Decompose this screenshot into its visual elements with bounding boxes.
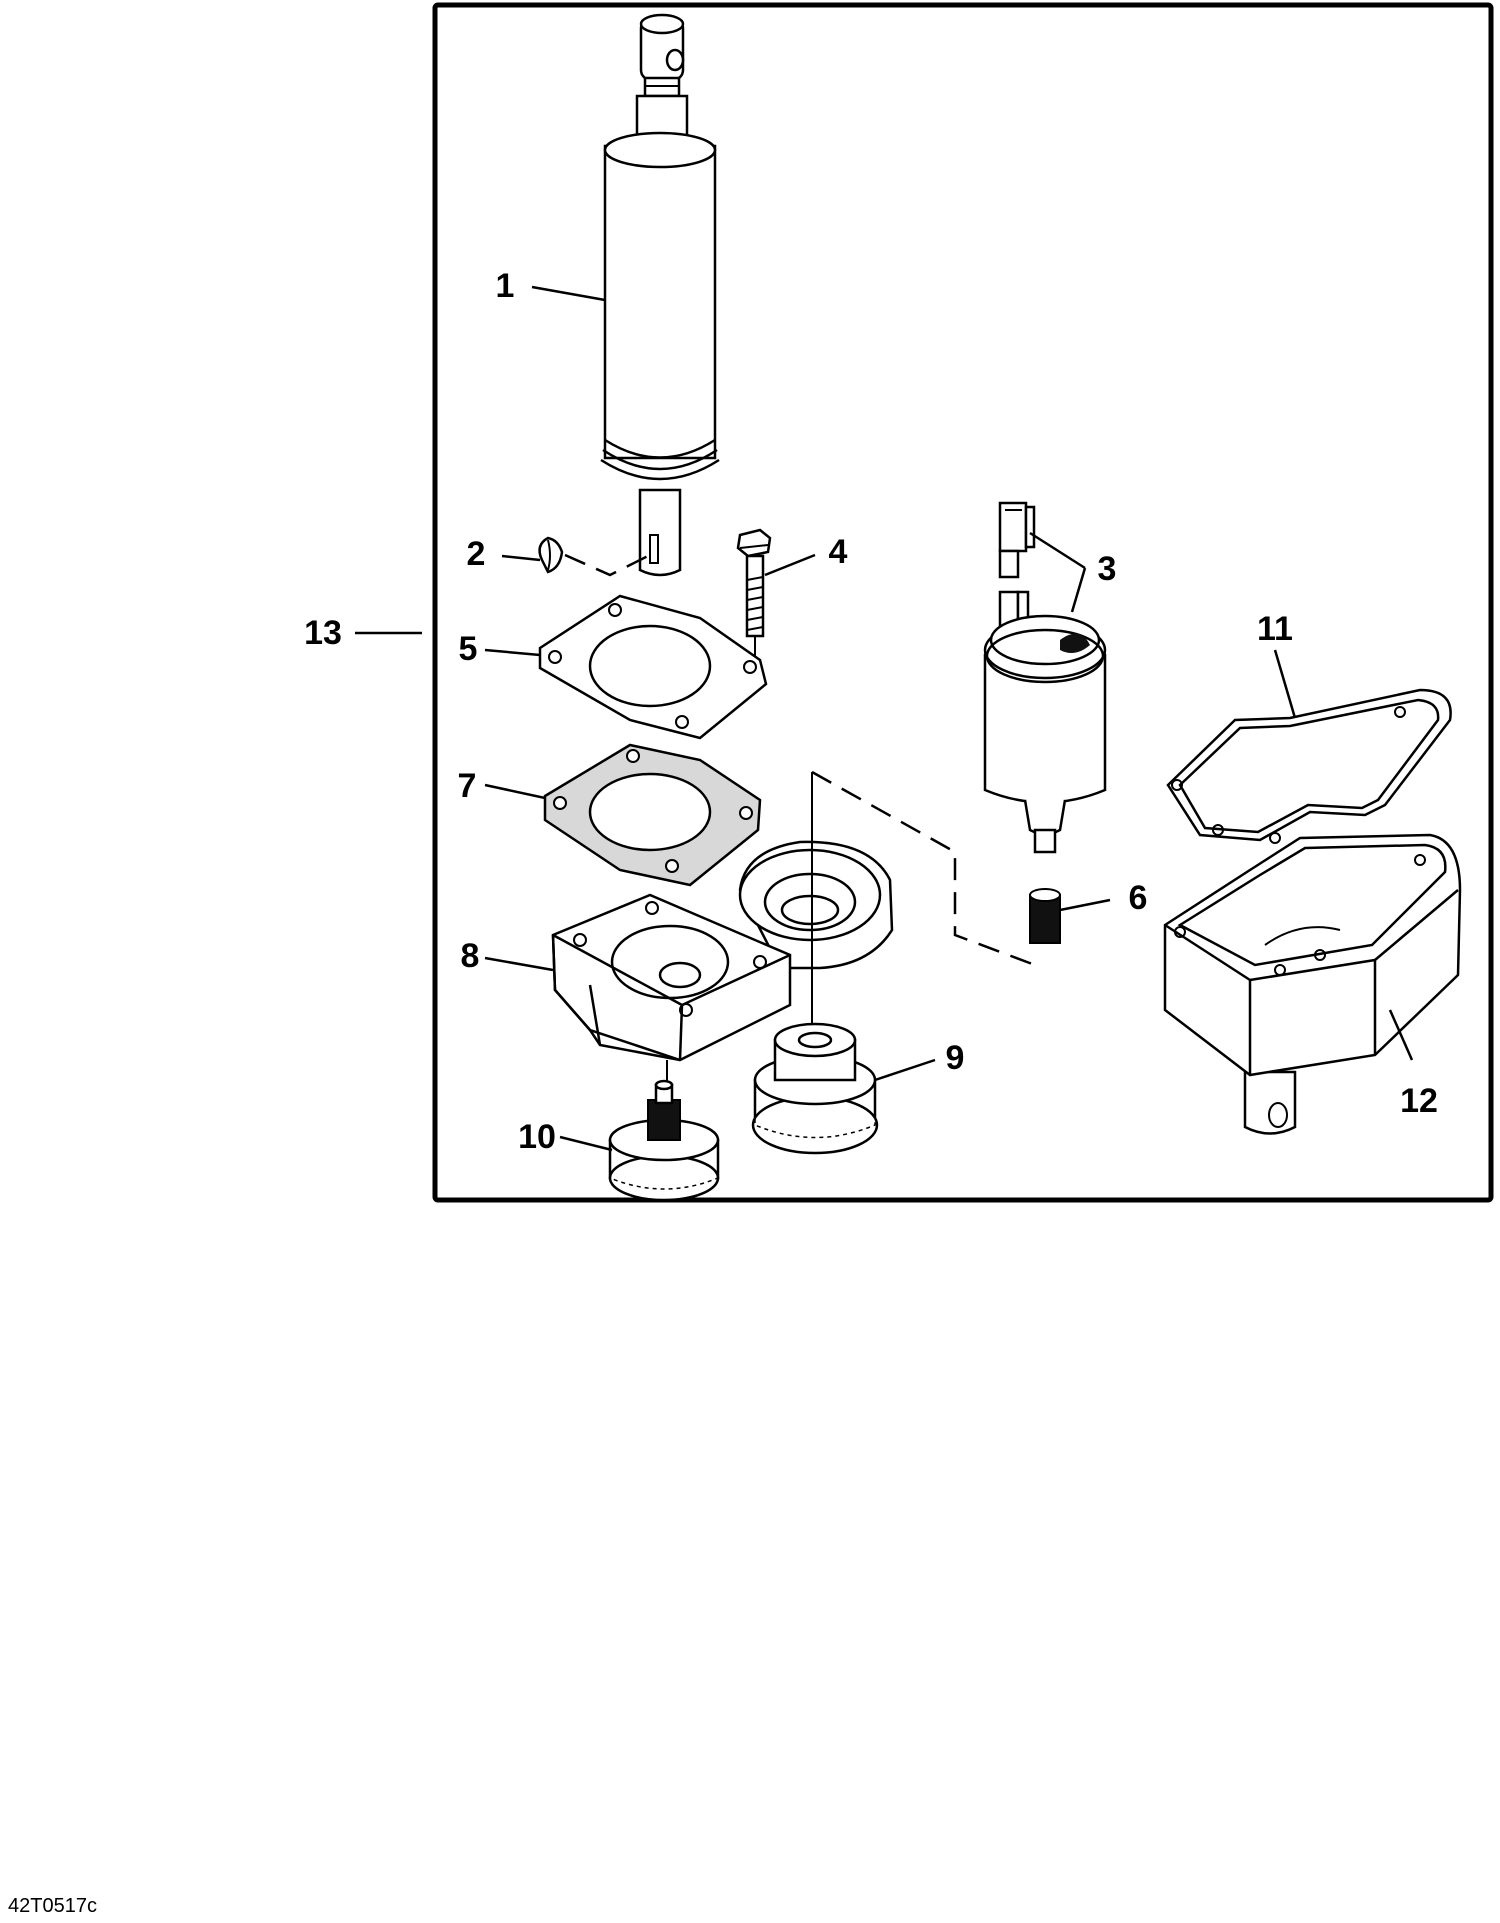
part-8-gear-housing [551, 840, 894, 1062]
callout-2: 2 [467, 535, 486, 573]
part-6-coupler [1029, 888, 1061, 944]
part-12-gear-cover [1163, 833, 1462, 1135]
callout-3: 3 [1098, 550, 1117, 588]
callout-4: 4 [829, 533, 848, 571]
part-1-cylinder [600, 13, 720, 577]
callout-13: 13 [304, 614, 342, 652]
callout-labels: 1 2 3 4 5 6 7 8 9 10 11 12 13 [304, 267, 1438, 1156]
assembly-frame [432, 2, 1494, 1203]
figure-id: 42T0517c [8, 1895, 97, 1917]
part-11-cover-gasket [1166, 688, 1452, 844]
leader-lines [355, 285, 1414, 1152]
part-10-pinion-gear [608, 1079, 720, 1202]
callout-8: 8 [461, 937, 480, 975]
part-7-gasket [543, 743, 762, 887]
callout-9: 9 [946, 1039, 965, 1077]
callout-12: 12 [1400, 1082, 1438, 1120]
callout-7: 7 [458, 767, 477, 805]
part-5-plate [538, 594, 768, 740]
callout-1: 1 [496, 267, 515, 305]
part-3-motor-connector [983, 501, 1107, 854]
dashed-link-coupler [811, 770, 1036, 967]
part-4-bolt [736, 528, 772, 660]
callout-6: 6 [1129, 879, 1148, 917]
callout-10: 10 [518, 1118, 556, 1156]
part-2-key [538, 536, 649, 577]
callout-11: 11 [1257, 610, 1293, 648]
callout-5: 5 [459, 630, 478, 668]
part-9-drive-gear [751, 1022, 879, 1155]
